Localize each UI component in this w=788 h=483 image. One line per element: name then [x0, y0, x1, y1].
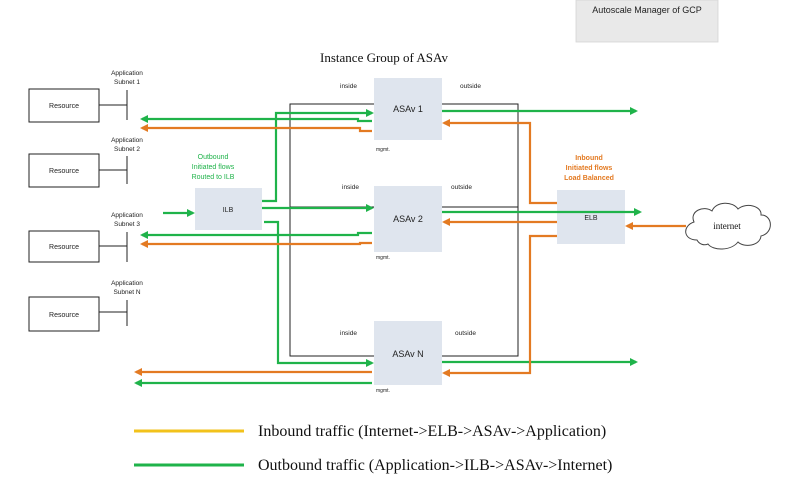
asav-n-inside-label: inside — [340, 330, 357, 337]
legend-inbound-label: Inbound traffic (Internet->ELB->ASAv->Ap… — [258, 423, 606, 440]
outbound-return-asav1-to-subnet1 — [140, 115, 372, 123]
subnet-n-label-line1: Application — [111, 280, 143, 287]
asav-2-outside-label: outside — [451, 184, 472, 191]
inbound-paths — [134, 119, 686, 377]
elb-note-line1: Inbound — [575, 155, 603, 162]
asav-1-outside-label: outside — [460, 83, 481, 90]
ilb: ILB Outbound Initiated flows Routed to I… — [192, 154, 262, 230]
asav-n-box — [374, 321, 442, 385]
resource-n: Resource Application Subnet N — [28, 280, 143, 332]
asav-n-mgmt-label: mgmt. — [376, 388, 390, 394]
inbound-elb-to-asavn — [442, 234, 557, 377]
outbound-return-asav2-to-subnet3 — [140, 231, 372, 239]
outbound-paths — [134, 107, 642, 387]
asav-1-label: ASAv 1 — [393, 104, 423, 114]
asav-2-mgmt-label: mgmt. — [376, 255, 390, 261]
resource-3-label: Resource — [49, 244, 79, 251]
subnet-1-label-line1: Application — [111, 70, 143, 77]
legend-outbound-label: Outbound traffic (Application->ILB->ASAv… — [258, 457, 612, 474]
asav-1-inside-label: inside — [340, 83, 357, 90]
asav-2-box — [374, 186, 442, 252]
asav-n-outside-label: outside — [455, 330, 476, 337]
resource-n-box — [28, 296, 100, 332]
ilb-note-line1: Outbound — [198, 154, 229, 161]
resource-1-label: Resource — [49, 103, 79, 110]
elb-note-line2: Initiated flows — [566, 165, 613, 172]
elb-box — [557, 190, 625, 244]
asav-n: ASAv N inside outside mgmt. — [340, 321, 476, 394]
resource-n-label: Resource — [49, 312, 79, 319]
resource-2-label: Resource — [49, 168, 79, 175]
resource-1: Resource Application Subnet 1 — [28, 70, 143, 123]
legend: Inbound traffic (Internet->ELB->ASAv->Ap… — [134, 423, 612, 474]
asav-n-label: ASAv N — [392, 349, 423, 359]
asav-2-label: ASAv 2 — [393, 214, 423, 224]
ilb-box — [195, 188, 262, 230]
subnet-3-label-line2: Subnet 3 — [114, 221, 140, 228]
internet-cloud-icon — [685, 202, 771, 250]
asav-2-inside-label: inside — [342, 184, 359, 191]
ilb-note-line2: Initiated flows — [192, 164, 235, 171]
asav-1-mgmt-label: mgmt. — [376, 147, 390, 153]
ilb-note-line3: Routed to ILB — [192, 174, 235, 181]
outbound-ilb-to-asav1 — [262, 109, 374, 203]
elb: ELB Inbound Initiated flows Load Balance… — [557, 155, 625, 244]
internet-cloud: internet — [685, 202, 771, 250]
elb-note-line3: Load Balanced — [564, 175, 614, 182]
asav-2: ASAv 2 inside outside mgmt. — [342, 184, 472, 261]
inbound-elb-to-asav1 — [442, 119, 557, 205]
asav-1-box — [374, 78, 442, 140]
resource-3: Resource Application Subnet 3 — [28, 212, 143, 263]
elb-label: ELB — [584, 215, 598, 222]
subnet-2-label-line2: Subnet 2 — [114, 146, 140, 153]
subnet-n-label-line2: Subnet N — [113, 289, 140, 296]
autoscale-manager-box — [575, 0, 719, 43]
inbound-asav1-to-subnet1 — [140, 124, 372, 133]
instance-group-title: Instance Group of ASAv — [320, 50, 448, 65]
asav-1: ASAv 1 inside outside mgmt. — [340, 78, 481, 153]
subnet-3-label-line1: Application — [111, 212, 143, 219]
autoscale-manager: Autoscale Manager of GCP — [575, 0, 719, 43]
subnet-1-label-line2: Subnet 1 — [114, 79, 140, 86]
ilb-label: ILB — [223, 207, 234, 214]
resource-3-box — [28, 230, 100, 263]
resource-2: Resource Application Subnet 2 — [28, 137, 143, 188]
resource-2-box — [28, 153, 100, 188]
subnet-2-label-line1: Application — [111, 137, 143, 144]
inbound-asav2-to-subnet3 — [140, 240, 372, 248]
autoscale-manager-label: Autoscale Manager of GCP — [592, 5, 702, 15]
outbound-ilb-to-asavn — [264, 220, 374, 367]
internet-label: internet — [713, 221, 741, 231]
